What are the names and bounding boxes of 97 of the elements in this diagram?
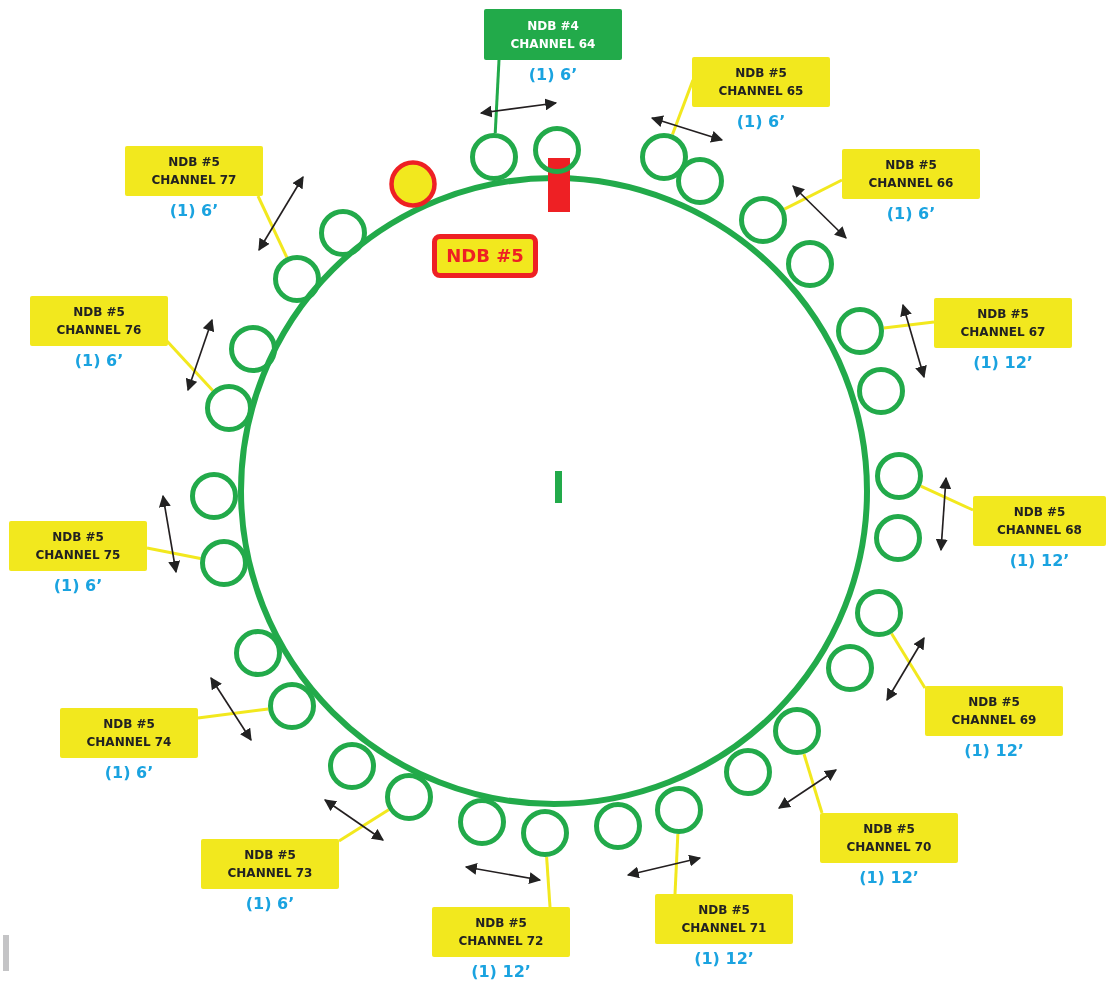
label-text: NDB #5 CHANNEL 74: [85, 716, 173, 751]
channel-label-box: [125, 146, 263, 196]
loop-circle: [229, 325, 277, 373]
quantity-text: (1) 6’: [74, 351, 124, 370]
loop-circle: [190, 472, 238, 520]
spacing-arrow: [626, 854, 702, 879]
channel-label-box: [9, 521, 147, 571]
quantity-text: (1) 12’: [859, 868, 919, 887]
loop-circle: [640, 133, 688, 181]
loop-circle: [724, 748, 772, 796]
quantity-text: (1) 6’: [528, 65, 578, 84]
quantity-text: (1) 6’: [886, 204, 936, 223]
quantity-text: (1) 6’: [104, 763, 154, 782]
loop-circle: [655, 786, 703, 834]
leader-line: [783, 178, 843, 211]
channel-label-box: [973, 496, 1106, 546]
loop-circle: [385, 773, 433, 821]
spacing-arrow: [258, 175, 304, 252]
leader-line: [146, 546, 201, 560]
spacing-arrow: [324, 799, 384, 841]
loop-circle: [874, 514, 922, 562]
leader-line: [493, 59, 501, 134]
leader-line: [197, 707, 269, 720]
spacing-arrow: [464, 862, 542, 885]
loop-circle: [273, 255, 321, 303]
leader-line: [890, 632, 927, 689]
channel-label-box: [655, 894, 793, 944]
loop-circle: [234, 629, 282, 677]
quantity-text: (1) 12’: [964, 741, 1024, 760]
loop-circle: [857, 367, 905, 415]
spacing-arrow: [886, 636, 925, 702]
channel-label-box: [925, 686, 1063, 736]
label-text: NDB #4 CHANNEL 64: [509, 17, 597, 53]
ring-label-box: [432, 234, 538, 278]
spacing-arrow: [158, 494, 181, 574]
label-text: NDB #5 CHANNEL 70: [845, 821, 933, 856]
channel-label-box: [60, 708, 198, 758]
label-text: NDB #5 CHANNEL 68: [996, 504, 1083, 539]
label-text: NDB #5 CHANNEL 77: [150, 154, 238, 189]
label-text: NDB #5 CHANNEL 67: [959, 306, 1047, 341]
loop-circle: [676, 157, 724, 205]
channel-label-box: [842, 149, 980, 199]
leader-line: [545, 856, 552, 908]
label-text: NDB #5 CHANNEL 69: [950, 694, 1038, 729]
spacing-arrow: [185, 318, 215, 392]
spacing-arrow: [479, 98, 558, 118]
quantity-text: (1) 6’: [53, 576, 103, 595]
leader-line: [256, 195, 289, 258]
leader-line: [338, 808, 390, 843]
label-text: NDB #5 CHANNEL 76: [55, 304, 143, 339]
quantity-text: (1) 12’: [1009, 551, 1070, 570]
loop-circle: [328, 742, 376, 790]
channel-label-box: [692, 57, 830, 107]
loop-circle: [319, 209, 367, 257]
loop-circle: [205, 384, 253, 432]
loop-circle: [855, 589, 903, 637]
channel-label-box: [934, 298, 1072, 348]
channel-label-box: [30, 296, 168, 346]
quantity-text: (1) 12’: [973, 353, 1033, 372]
loop-circle: [200, 539, 248, 587]
loop-circle: [773, 707, 821, 755]
label-text: NDB #5 CHANNEL 71: [680, 902, 768, 937]
channel-label-box: [484, 9, 622, 60]
loop-circle: [470, 133, 518, 181]
label-text: NDB #5 CHANNEL 66: [867, 157, 955, 192]
loop-circle: [533, 126, 581, 174]
leader-line: [920, 484, 974, 512]
label-text: NDB #5 CHANNEL 72: [457, 915, 545, 950]
spacing-arrow: [650, 115, 724, 143]
spacing-arrow: [935, 476, 952, 552]
loop-circle: [458, 798, 506, 846]
leader-line: [802, 753, 824, 814]
label-text: NDB #5 CHANNEL 73: [226, 847, 314, 882]
quantity-text: (1) 6’: [169, 201, 219, 220]
quantity-text: (1) 6’: [245, 894, 295, 913]
label-text: NDB #5 CHANNEL 75: [34, 529, 122, 564]
channel-label-box: [820, 813, 958, 863]
loop-circle: [739, 196, 787, 244]
label-text: NDB #5: [446, 247, 524, 265]
spacing-arrow: [792, 185, 847, 239]
quantity-text: (1) 12’: [471, 962, 531, 981]
spacing-arrow: [778, 769, 837, 809]
loop-circle: [875, 452, 923, 500]
loop-circle: [594, 802, 642, 850]
spacing-arrow: [900, 303, 927, 379]
loop-circle: [786, 240, 834, 288]
label-text: NDB #5 CHANNEL 65: [717, 65, 805, 100]
loop-circle: [826, 644, 874, 692]
loop-circle: [268, 682, 316, 730]
loop-circle: [521, 809, 569, 857]
channel-label-box: [432, 907, 570, 957]
spacing-arrow: [210, 677, 252, 741]
channel-label-box: [201, 839, 339, 889]
leader-line: [673, 833, 680, 895]
quantity-text: (1) 6’: [736, 112, 786, 131]
loop-circle: [836, 307, 884, 355]
quantity-text: (1) 12’: [694, 949, 754, 968]
